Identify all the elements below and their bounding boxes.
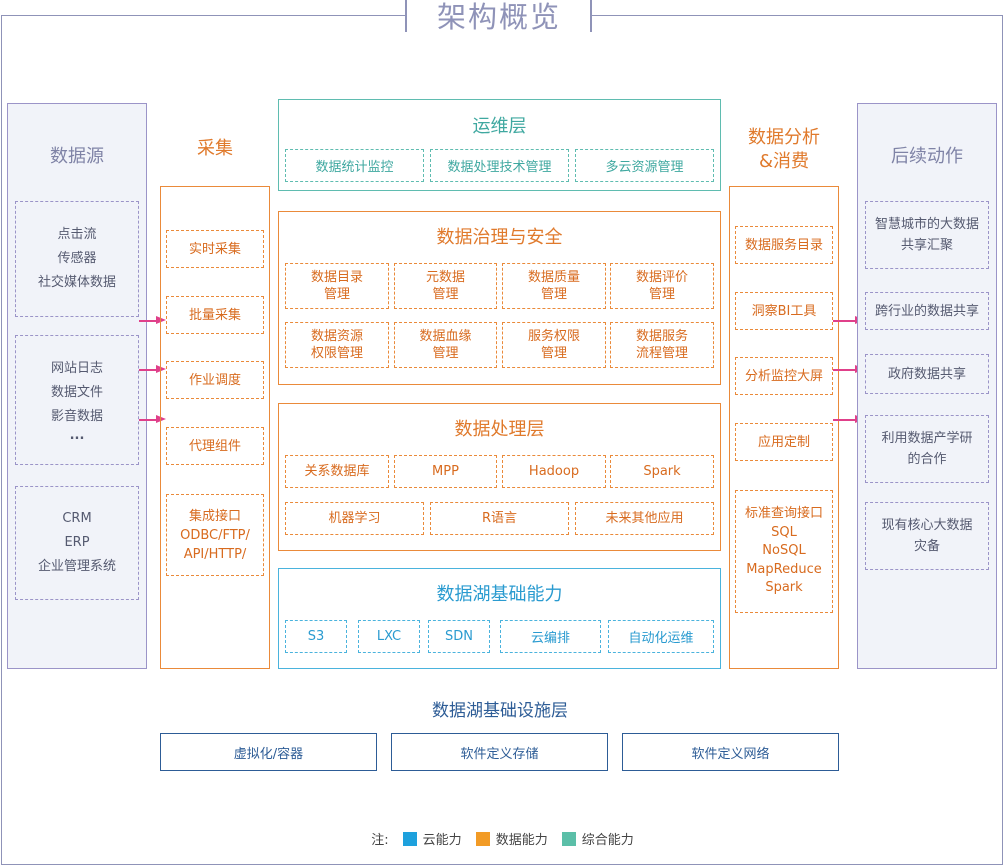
title-right-tick [590, 0, 592, 32]
governance-item: 数据服务 流程管理 [610, 322, 714, 368]
list-item: 企业管理系统 [37, 559, 116, 574]
ops-item: 多云资源管理 [575, 149, 714, 182]
legend-swatch-data [475, 831, 490, 846]
followup-heading: 后续动作 [891, 146, 963, 167]
list-item: 数据文件 [50, 385, 103, 400]
ops-layer [278, 99, 721, 191]
integration-interface-item: 集成接口 ODBC/FTP/ API/HTTP/ [166, 494, 264, 576]
lake-item: S3 [285, 620, 347, 653]
data-source-group-3: CRM ERP 企业管理系统 [15, 486, 139, 600]
arrow-line [833, 419, 857, 421]
ops-heading: 运维层 [472, 116, 527, 137]
infra-item: 软件定义网络 [622, 733, 839, 771]
ops-item: 数据统计监控 [285, 149, 424, 182]
processing-item: 未来其他应用 [575, 502, 714, 535]
governance-layer [278, 211, 721, 385]
followup-item: 跨行业的数据共享 [865, 292, 989, 330]
followup-item: 智慧城市的大数据 共享汇聚 [865, 201, 989, 269]
list-item: 社交媒体数据 [37, 275, 116, 290]
infra-item: 软件定义存储 [391, 733, 608, 771]
governance-heading: 数据治理与安全 [436, 227, 563, 248]
arrow-line [833, 320, 857, 322]
governance-item: 数据质量 管理 [502, 263, 606, 309]
list-item: ERP [64, 535, 90, 550]
title-gap [406, 0, 592, 32]
followup-column [857, 103, 997, 669]
lake-item: 自动化运维 [608, 620, 714, 653]
processing-item: MPP [394, 455, 497, 488]
analysis-item: 应用定制 [735, 423, 833, 461]
legend-prefix: 注: [371, 833, 389, 848]
collect-column [160, 186, 270, 669]
collect-item: 作业调度 [166, 361, 264, 399]
legend-label: 综合能力 [581, 833, 634, 848]
arrow-line [139, 419, 161, 421]
lake-capability-heading: 数据湖基础能力 [436, 584, 563, 605]
arrow-line [139, 320, 161, 322]
list-item: 影音数据 [50, 409, 103, 424]
arrow-head-icon [156, 415, 166, 423]
lake-capability-layer [278, 568, 721, 669]
data-source-group-2: 网站日志 数据文件 影音数据 ... [15, 335, 139, 465]
analysis-heading: 数据分析 &消费 [748, 127, 820, 172]
governance-item: 数据目录 管理 [285, 263, 389, 309]
governance-item: 数据评价 管理 [610, 263, 714, 309]
processing-item: 关系数据库 [285, 455, 389, 488]
infra-heading: 数据湖基础设施层 [432, 701, 568, 721]
analysis-column [729, 186, 839, 669]
processing-item: R语言 [430, 502, 569, 535]
governance-item: 数据资源 权限管理 [285, 322, 389, 368]
data-source-group-1: 点击流 传感器 社交媒体数据 [15, 201, 139, 317]
legend: 注: 云能力 数据能力 综合能力 [0, 829, 1005, 848]
governance-item: 服务权限 管理 [502, 322, 606, 368]
data-source-heading: 数据源 [50, 146, 104, 167]
title-left-tick [405, 0, 407, 32]
analysis-item: 分析监控大屏 [735, 357, 833, 395]
list-item: CRM [62, 511, 92, 526]
list-item: 点击流 [57, 227, 97, 242]
analysis-item: 数据服务目录 [735, 226, 833, 264]
arrow-head-icon [156, 316, 166, 324]
legend-swatch-cloud [402, 831, 417, 846]
legend-swatch-integrated [561, 831, 576, 846]
followup-item: 现有核心大数据 灾备 [865, 502, 989, 570]
collect-item: 批量采集 [166, 296, 264, 334]
analysis-item: 洞察BI工具 [735, 292, 833, 330]
processing-item: Spark [610, 455, 714, 488]
collect-item: 代理组件 [166, 427, 264, 465]
arrow-line [139, 369, 161, 371]
query-interface-item: 标准查询接口 SQL NoSQL MapReduce Spark [735, 490, 833, 613]
lake-item: LXC [358, 620, 420, 653]
list-item: 网站日志 [50, 361, 103, 376]
processing-heading: 数据处理层 [454, 419, 545, 440]
processing-layer [278, 403, 721, 551]
data-source-column [7, 103, 147, 669]
collect-heading: 采集 [197, 138, 233, 159]
legend-label: 数据能力 [495, 833, 548, 848]
list-item: 传感器 [57, 251, 97, 266]
ops-item: 数据处理技术管理 [430, 149, 569, 182]
lake-item: SDN [428, 620, 490, 653]
infra-item: 虚拟化/容器 [160, 733, 377, 771]
governance-item: 元数据 管理 [394, 263, 497, 309]
processing-item: Hadoop [502, 455, 606, 488]
governance-item: 数据血缘 管理 [394, 322, 497, 368]
ellipsis-item: ... [69, 428, 85, 443]
followup-item: 政府数据共享 [865, 354, 989, 394]
arrow-head-icon [156, 365, 166, 373]
followup-item: 利用数据产学研 的合作 [865, 415, 989, 483]
legend-label: 云能力 [422, 833, 462, 848]
processing-item: 机器学习 [285, 502, 424, 535]
lake-item: 云编排 [500, 620, 601, 653]
page-title: 架构概览 [436, 0, 561, 34]
collect-item: 实时采集 [166, 230, 264, 268]
arrow-line [833, 369, 857, 371]
